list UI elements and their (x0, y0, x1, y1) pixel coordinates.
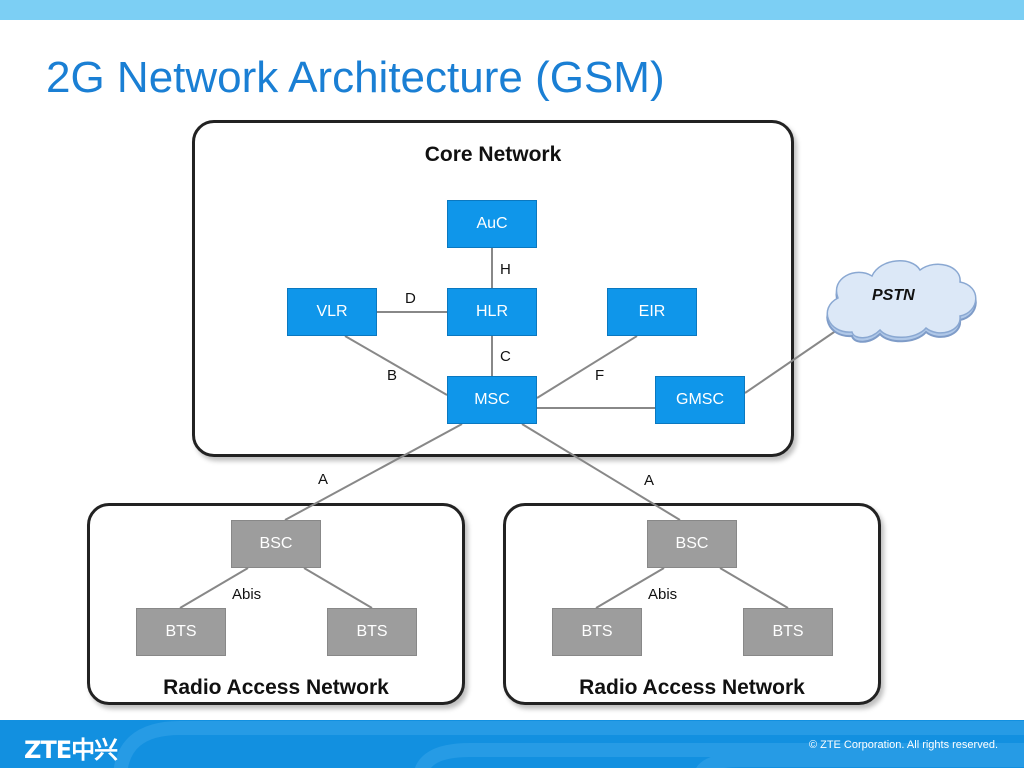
top-accent-bar (0, 0, 1024, 20)
copyright-text: © ZTE Corporation. All rights reserved. (808, 739, 998, 751)
interface-c-label: C (500, 348, 511, 365)
interface-h-label: H (500, 261, 511, 278)
link-bsc-bts-right-1 (595, 567, 665, 609)
bts-node-left-1: BTS (136, 608, 226, 656)
auc-node: AuC (447, 200, 537, 248)
footer-bar: ZTE中兴 © ZTE Corporation. All rights rese… (0, 720, 1024, 768)
bts-node-right-1: BTS (552, 608, 642, 656)
interface-a-right-label: A (644, 472, 655, 489)
eir-node: EIR (607, 288, 697, 336)
bts-node-right-2: BTS (743, 608, 833, 656)
link-bsc-bts-right-2 (719, 567, 789, 609)
core-network-title: Core Network (424, 143, 562, 166)
bsc-node-left: BSC (231, 520, 321, 568)
abis-label-right: Abis (648, 586, 678, 603)
page-title: 2G Network Architecture (GSM) (46, 53, 665, 102)
interface-d-label: D (405, 290, 416, 307)
link-msc-bsc-left (284, 423, 463, 521)
bsc-node-right: BSC (647, 520, 737, 568)
radio-access-title-left: Radio Access Network (163, 676, 389, 699)
link-gmsc-pstn (744, 327, 841, 394)
zte-logo: ZTE中兴 (24, 736, 118, 764)
pstn-cloud-icon (826, 260, 977, 343)
vlr-node: VLR (287, 288, 377, 336)
footer-pattern (113, 721, 1024, 768)
pstn-label: PSTN (872, 287, 915, 304)
link-eir-msc (536, 335, 638, 399)
link-msc-bsc-right (521, 423, 681, 521)
msc-node: MSC (447, 376, 537, 424)
interface-a-left-label: A (318, 471, 329, 488)
hlr-node: HLR (447, 288, 537, 336)
radio-access-title-right: Radio Access Network (579, 676, 805, 699)
interface-f-label: F (595, 367, 605, 384)
gmsc-node: GMSC (655, 376, 745, 424)
bts-node-left-2: BTS (327, 608, 417, 656)
link-bsc-bts-left-1 (179, 567, 249, 609)
abis-label-left: Abis (232, 586, 262, 603)
interface-b-label: B (387, 367, 398, 384)
link-bsc-bts-left-2 (303, 567, 373, 609)
link-vlr-msc (344, 335, 448, 396)
